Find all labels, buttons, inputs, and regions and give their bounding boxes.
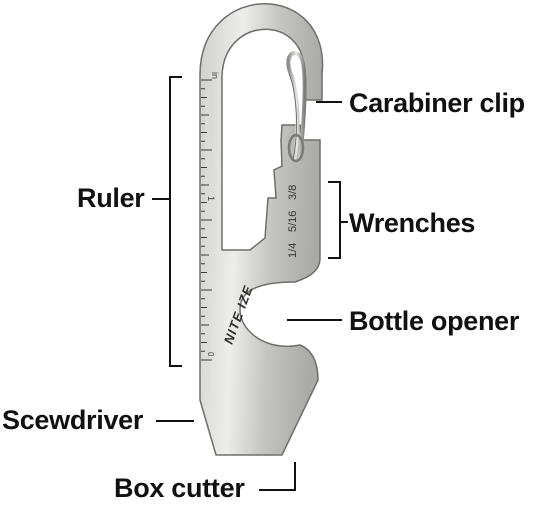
bottle-opener-label: Bottle opener — [349, 306, 520, 336]
wire-anchor-loop — [287, 133, 305, 163]
box-cutter-label: Box cutter — [114, 473, 245, 503]
ruler-label: Ruler — [77, 183, 145, 213]
tool-body — [199, 3, 324, 456]
ruler-inch-label: 1 — [206, 196, 216, 201]
wrench-size-medium: 5/16 — [287, 211, 299, 232]
box-cutter-callout-line — [259, 462, 296, 491]
callout-lines — [152, 76, 348, 491]
ruler-bracket — [169, 76, 182, 367]
carabiner-wire-gate — [286, 51, 307, 162]
wrench-size-small: 1/4 — [287, 243, 299, 258]
wrench-size-large: 3/8 — [287, 185, 299, 200]
screwdriver-label: Scewdriver — [2, 405, 144, 435]
wrenches-label: Wrenches — [349, 208, 476, 238]
ruler-tick-marks — [201, 79, 212, 361]
ruler-zero-label: 0 — [206, 352, 215, 357]
wrenches-bracket — [328, 181, 341, 259]
carabiner-clip-label: Carabiner clip — [349, 88, 525, 118]
ruler-unit-label: in — [210, 72, 220, 79]
